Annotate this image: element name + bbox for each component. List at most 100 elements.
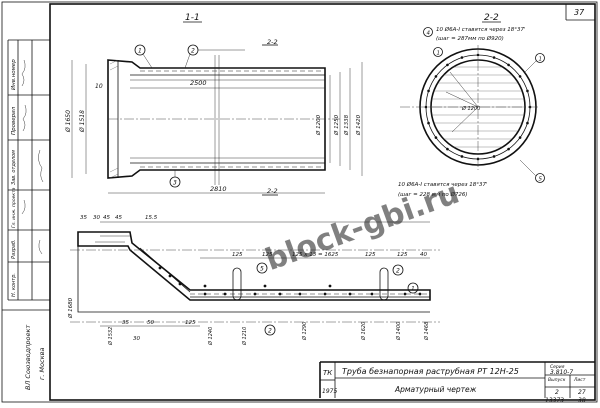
issue-value: 2 bbox=[555, 389, 559, 396]
detail-rebar-dot bbox=[348, 292, 352, 296]
dim-d1200: Ø 1200 bbox=[315, 114, 322, 136]
view-1-1-label: 1-1 bbox=[185, 13, 200, 23]
detail-view: 35 30 45 45 15.5 125 125 125 x 13 = 1625… bbox=[67, 215, 440, 346]
dim-top-125x13: 125 x 13 = 1625 bbox=[292, 252, 339, 258]
org-name: ВЛ Союзводпроект bbox=[24, 325, 32, 390]
sheet-value: 27 bbox=[578, 389, 586, 396]
rebar-dot bbox=[492, 155, 496, 158]
inner-frame bbox=[49, 3, 596, 401]
callout-1: 1 bbox=[138, 48, 142, 55]
rebar-dot bbox=[446, 147, 449, 151]
view-2-2: 2-2 Ø 1200 4 10 Ø6A-I ставятся через 18°… bbox=[398, 13, 545, 198]
rebar-dot bbox=[518, 136, 522, 139]
rebar-dot bbox=[434, 75, 438, 78]
title-org: ТК bbox=[323, 369, 333, 377]
title-year: 1975 bbox=[322, 388, 337, 395]
detail-rebar-dot bbox=[203, 284, 207, 288]
rebar-dot bbox=[507, 63, 510, 67]
callout-1b: 1 bbox=[437, 51, 441, 57]
side-cell-2: Проверил bbox=[11, 106, 17, 135]
side-cell-1: Инв.номер bbox=[11, 59, 17, 90]
callout-2c: 2 bbox=[396, 268, 400, 275]
stirrup-1 bbox=[232, 267, 242, 301]
detail-rebar-dot bbox=[263, 284, 267, 288]
sheet-label: Лист bbox=[573, 377, 586, 383]
dim-top-35: 35 bbox=[80, 215, 87, 221]
side-cell-3: Зав. отделом bbox=[11, 150, 17, 185]
rebar-dot bbox=[460, 155, 464, 158]
dim-bot-1240: Ø 1240 bbox=[207, 327, 214, 346]
series-label: Серия bbox=[550, 364, 565, 370]
dim-bot-1680: Ø 1680 bbox=[67, 297, 74, 319]
rebar-dot bbox=[526, 121, 529, 125]
dim-bot-1620: Ø 1620 bbox=[360, 322, 367, 341]
dim-bot-1468: Ø 1468 bbox=[423, 322, 430, 341]
page-number: 37 bbox=[574, 8, 585, 17]
pipe-outline bbox=[107, 59, 326, 179]
series-value: 3.810-7 bbox=[550, 369, 573, 376]
org-city: г. Москва bbox=[38, 348, 46, 380]
note-top-2: (шаг = 287мм по Ø920) bbox=[436, 35, 504, 42]
dim-d1250: Ø 1250 bbox=[333, 114, 340, 136]
dim-bot-125: 125 bbox=[185, 320, 196, 326]
rebar-dot bbox=[492, 56, 496, 59]
side-cell-4: Гл. инж. проекта bbox=[11, 187, 17, 228]
cut-mark-bottom: 2-2 bbox=[267, 187, 278, 195]
doc-number: 13373 bbox=[545, 397, 564, 404]
dim-top-45b: 45 bbox=[115, 215, 122, 221]
callout-5: 5 bbox=[539, 177, 543, 183]
rebar-dot bbox=[507, 147, 510, 151]
dim-d1650: Ø 1650 bbox=[65, 110, 72, 133]
detail-rebar-dot bbox=[168, 274, 172, 278]
detail-rebar-dot bbox=[278, 292, 282, 296]
dim-top-30: 30 bbox=[93, 215, 100, 221]
rebar-dot bbox=[518, 75, 522, 78]
detail-rebar-dot bbox=[328, 284, 332, 288]
view-1-1: 1-1 Ø 1650 Ø 1518 10 2500 Ø 120 bbox=[65, 13, 363, 196]
dim-d1420: Ø 1420 bbox=[355, 114, 362, 136]
side-cell-6: Н. контр. bbox=[11, 273, 17, 297]
side-panel: Инв.номер Проверил Зав. отделом Гл. инж.… bbox=[2, 39, 50, 390]
watermark: block-gbi.ru bbox=[261, 176, 464, 278]
dim-bot-1210: Ø 1210 bbox=[241, 327, 248, 346]
callout-1c: 1 bbox=[539, 57, 543, 63]
dim-circ-1200: Ø 1200 bbox=[461, 105, 480, 112]
dim-bot-30: 30 bbox=[133, 336, 140, 342]
note-top-1: 10 Ø6A-I ставятся через 18°37' bbox=[436, 26, 526, 33]
dim-bot-50: 50 bbox=[147, 320, 154, 326]
dim-top-125d: 125 bbox=[397, 252, 408, 258]
issue-label: Выпуск bbox=[548, 377, 566, 383]
note-bottom-2: (шаг = 228 мм по Ø726) bbox=[398, 191, 468, 198]
rebar-dot bbox=[526, 89, 529, 93]
dim-bot-1400: Ø 1400 bbox=[395, 322, 402, 341]
doc-suffix: 38 bbox=[578, 397, 586, 404]
dim-top-125b: 125 bbox=[262, 252, 273, 258]
detail-rebar-dot bbox=[178, 282, 182, 286]
side-cell-5: Разраб. bbox=[11, 239, 17, 259]
dim-2500: 2500 bbox=[190, 79, 207, 87]
detail-rebar-dot bbox=[223, 292, 227, 296]
callout-2: 2 bbox=[191, 48, 195, 55]
drawing-title: Труба безнапорная раструбная РТ 12Н-25 bbox=[342, 367, 519, 376]
callout-1d: 1 bbox=[411, 286, 415, 293]
callout-4: 4 bbox=[427, 31, 431, 37]
dim-d1338: Ø 1338 bbox=[343, 114, 350, 136]
cut-mark-top: 2-2 bbox=[267, 38, 278, 46]
detail-rebar-dot bbox=[323, 292, 327, 296]
detail-rebar-dot bbox=[403, 292, 407, 296]
dim-2810: 2810 bbox=[210, 185, 227, 193]
dim-top-125c: 125 bbox=[365, 252, 376, 258]
detail-rebar-dot bbox=[203, 292, 207, 296]
dim-top-40: 40 bbox=[420, 252, 427, 258]
detail-rebar-dot bbox=[158, 266, 162, 270]
dim-top-15-5: 15.5 bbox=[145, 215, 158, 221]
detail-rebar-dot bbox=[370, 292, 374, 296]
dim-bot-35: 35 bbox=[122, 320, 129, 326]
detail-rebar-dot bbox=[418, 292, 422, 296]
note-bottom-1: 10 Ø6А-I ставятся через 18°37' bbox=[398, 181, 488, 188]
dim-bot-1290: Ø 1290 bbox=[301, 322, 308, 341]
rebar-dot bbox=[460, 56, 464, 59]
